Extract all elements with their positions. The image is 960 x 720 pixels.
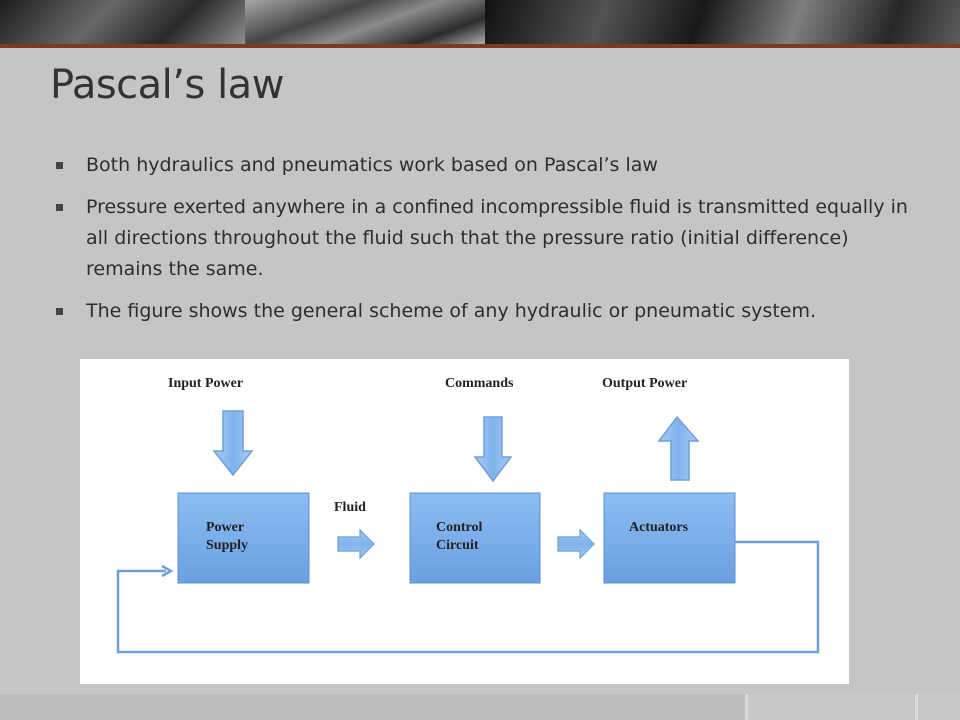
fluid-label: Fluid (334, 500, 366, 515)
output-power-arrow-icon (657, 415, 700, 481)
input-power-arrow-icon (212, 410, 254, 477)
system-diagram-figure: Input Power Commands Output Power Power … (80, 359, 849, 684)
system-diagram: Input Power Commands Output Power Power … (116, 376, 820, 654)
bullet-text: Both hydraulics and pneumatics work base… (86, 154, 658, 176)
footer-bar (0, 694, 960, 720)
square-bullet-icon (56, 162, 63, 169)
bullet-item: The figure shows the general scheme of a… (50, 296, 920, 327)
control-to-actuator-arrow-icon (557, 528, 595, 560)
bullet-text: Pressure exerted anywhere in a confined … (86, 196, 908, 280)
banner-segment-middle (245, 0, 485, 44)
bullet-item: Both hydraulics and pneumatics work base… (50, 150, 920, 181)
banner-segment-right (485, 0, 960, 44)
square-bullet-icon (56, 308, 63, 315)
bullet-list: Both hydraulics and pneumatics work base… (50, 150, 920, 338)
power-supply-box (177, 492, 310, 584)
actuators-box (603, 492, 736, 584)
header-banner-image (0, 0, 960, 44)
fluid-flow-arrow-icon (337, 528, 375, 560)
bullet-text: The figure shows the general scheme of a… (86, 300, 817, 322)
commands-label: Commands (445, 376, 514, 391)
commands-arrow-icon (473, 416, 513, 483)
return-loop-arrowhead-icon (161, 564, 174, 578)
banner-segment-left (0, 0, 245, 44)
power-supply-label: Power Supply (206, 520, 248, 553)
return-loop-line (116, 540, 820, 654)
square-bullet-icon (56, 204, 63, 211)
output-power-label: Output Power (602, 376, 687, 391)
input-power-label: Input Power (168, 376, 243, 391)
footer-tab (745, 694, 914, 720)
slide-title: Pascal’s law (50, 62, 284, 108)
control-circuit-label: Control Circuit (436, 520, 486, 553)
footer-tab (915, 694, 960, 720)
banner-divider (0, 44, 960, 48)
control-circuit-box (409, 492, 541, 584)
bullet-item: Pressure exerted anywhere in a confined … (50, 192, 920, 285)
actuators-label: Actuators (629, 520, 689, 535)
